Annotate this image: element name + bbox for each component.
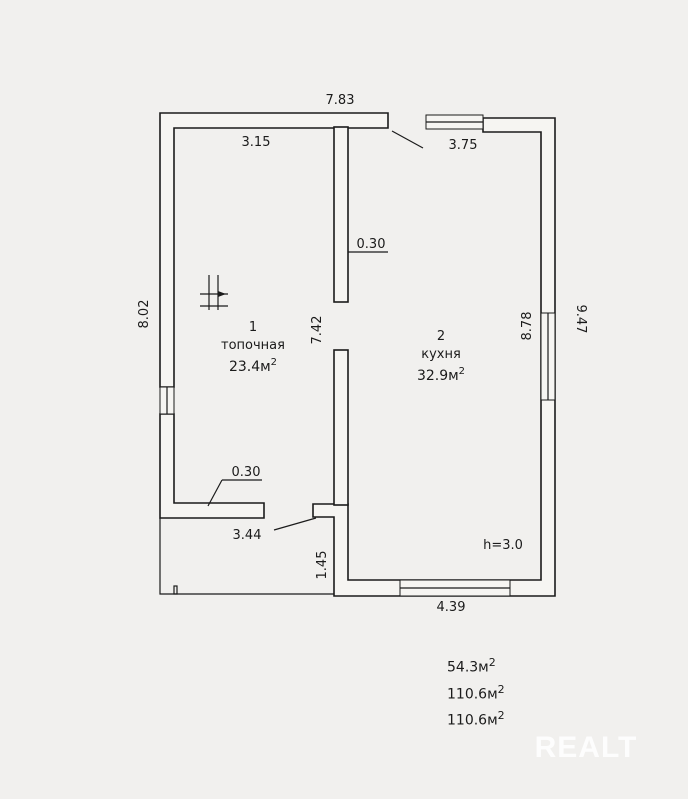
area-totals: 54.3м2 110.6м2 110.6м2 — [447, 652, 505, 732]
partition-wall-lower — [333, 349, 349, 506]
dim-stub-thickness: 0.30 — [232, 465, 261, 480]
dim-partition-length: 7.42 — [310, 316, 325, 345]
ceiling-height: h=3.0 — [483, 538, 523, 553]
room-1-area: 23.4м2 — [229, 357, 277, 375]
room-1-number: 1 — [249, 320, 257, 335]
room-2-number: 2 — [437, 329, 445, 344]
dim-stub-length: 3.44 — [233, 528, 262, 543]
room-1-name: топочная — [221, 338, 285, 353]
dim-right-total: 9.47 — [573, 305, 588, 334]
dim-top-right-inner: 3.75 — [449, 138, 478, 153]
partition-wall-upper — [333, 126, 349, 303]
total-building-area: 110.6м2 — [447, 709, 505, 729]
dim-top-left-inner: 3.15 — [242, 135, 271, 150]
porch-outline — [159, 518, 334, 595]
dim-bottom-right: 4.39 — [437, 600, 466, 615]
dim-partition-thickness: 0.30 — [357, 237, 386, 252]
dim-bottom-short: 1.45 — [315, 551, 330, 580]
dim-left-total: 8.02 — [137, 300, 152, 329]
room-2-name: кухня — [421, 347, 461, 362]
dim-top-total: 7.83 — [326, 93, 355, 108]
room-2-area: 32.9м2 — [417, 366, 465, 384]
dim-right-inner: 8.78 — [520, 312, 535, 341]
porch-post — [173, 585, 178, 595]
total-living-area: 54.3м2 — [447, 656, 496, 676]
total-general-area: 110.6м2 — [447, 682, 505, 703]
outer-wall-right — [312, 117, 556, 597]
entrance-door — [391, 130, 424, 149]
boiler-icon — [200, 275, 228, 310]
watermark-logo: REALT — [535, 731, 638, 764]
